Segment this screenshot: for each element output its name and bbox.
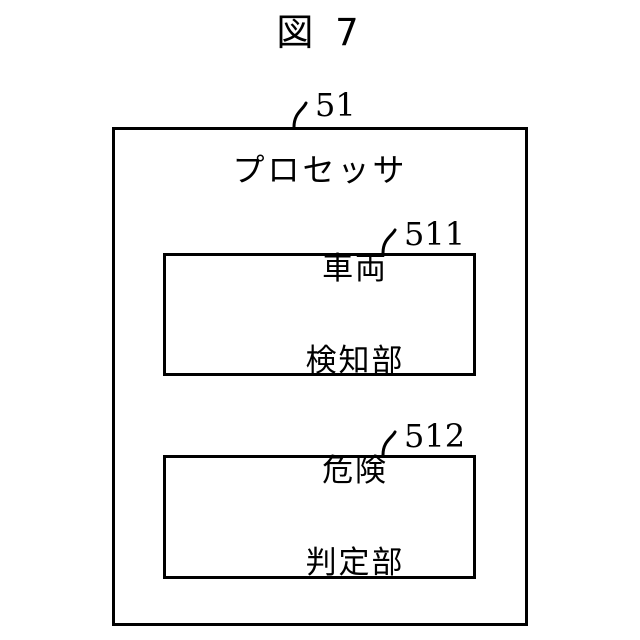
reference-numeral-51: 51 (315, 86, 356, 124)
danger-determination-block-label: 危険 判定部 (166, 402, 473, 632)
danger-determination-label-line2: 判定部 (305, 545, 405, 581)
leader-line-51-icon (292, 101, 308, 129)
figure-title: 図 7 (276, 11, 364, 54)
danger-determination-block: 危険 判定部 (163, 453, 476, 581)
vehicle-detection-block-label: 車両 検知部 (166, 200, 473, 430)
processor-block-label: プロセッサ (232, 151, 408, 189)
vehicle-detection-block: 車両 検知部 (163, 251, 476, 379)
reference-numeral-511: 511 (404, 215, 466, 253)
reference-numeral-512: 512 (404, 417, 466, 455)
vehicle-detection-label-line2: 検知部 (305, 342, 405, 379)
danger-determination-label-line1: 危険 (322, 453, 389, 489)
vehicle-detection-label-line1: 車両 (322, 250, 389, 287)
